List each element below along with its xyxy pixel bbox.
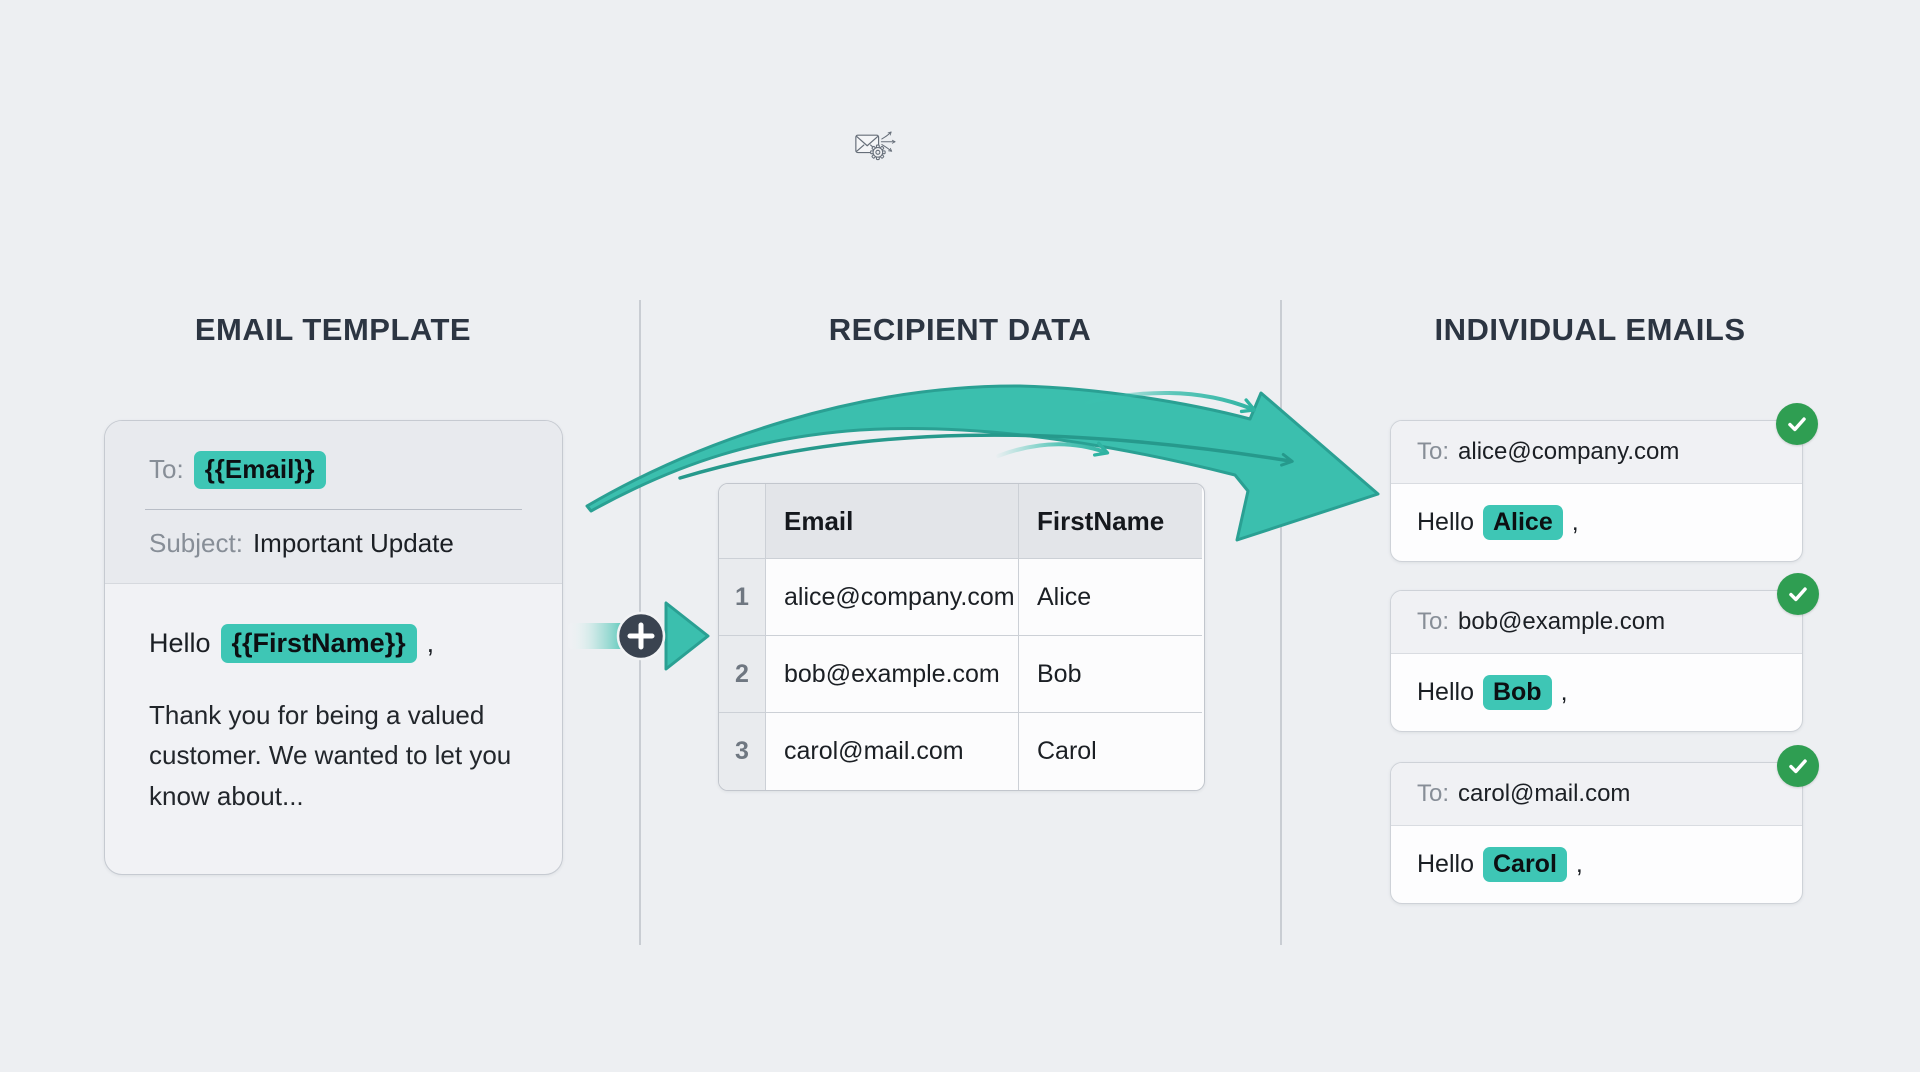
merge-connector-band (568, 623, 630, 649)
checkmark-icon (1789, 759, 1807, 774)
template-subject-row: Subject: Important Update (105, 528, 562, 559)
table-corner-cell (719, 484, 766, 559)
sent-check-badge (1777, 745, 1819, 787)
template-to-row: To: {{Email}} (105, 451, 562, 489)
merge-connector-arrowhead (664, 601, 710, 671)
email-template-card: To: {{Email}} Subject: Important Update … (104, 420, 563, 875)
checkmark-icon (1788, 417, 1806, 432)
to-value: bob@example.com (1458, 608, 1666, 635)
sent-check-badge (1776, 403, 1818, 445)
table-cell-firstname: Alice (1019, 559, 1202, 636)
template-section-heading: EMAIL TEMPLATE (194, 312, 472, 347)
plus-icon (616, 611, 666, 661)
subject-value: Important Update (252, 527, 454, 558)
to-value: alice@company.com (1458, 438, 1680, 465)
to-label: To: (1417, 608, 1450, 635)
column-divider-left (639, 300, 641, 945)
email-card-body: Hello Carol , (1391, 826, 1802, 903)
table-cell-firstname: Bob (1019, 636, 1202, 713)
greeting-prefix: Hello (1417, 508, 1474, 536)
emails-section-heading: INDIVIDUAL EMAILS (1434, 312, 1746, 347)
column-divider-right (1280, 300, 1282, 945)
email-card-header: To: bob@example.com (1391, 591, 1802, 654)
merged-name-chip: Carol (1482, 847, 1567, 882)
swoosh-inner-arrow (678, 433, 1294, 480)
table-cell-email: bob@example.com (766, 636, 1019, 713)
row-number: 1 (719, 559, 766, 636)
template-greeting-line: Hello {{FirstName}} , (149, 623, 518, 663)
recipient-table: Email FirstName 1 alice@company.com Alic… (718, 483, 1205, 791)
greeting-punctuation: , (426, 627, 435, 658)
email-variable-chip: {{Email}} (193, 451, 326, 489)
to-label: To: (1417, 780, 1450, 807)
individual-email-card: To: alice@company.com Hello Alice , (1390, 420, 1803, 562)
to-label: To: (1417, 438, 1450, 465)
email-card-body: Hello Alice , (1391, 484, 1802, 561)
email-card-body: Hello Bob , (1391, 654, 1802, 731)
table-cell-email: alice@company.com (766, 559, 1019, 636)
sent-check-badge (1777, 573, 1819, 615)
table-cell-email: carol@mail.com (766, 713, 1019, 790)
template-card-body: Hello {{FirstName}} , Thank you for bein… (105, 584, 562, 816)
greeting-punctuation: , (1571, 508, 1579, 536)
firstname-variable-chip: {{FirstName}} (220, 623, 417, 663)
motion-arrow-lower (996, 441, 1110, 458)
table-cell-firstname: Carol (1019, 713, 1202, 790)
mail-merge-icon (855, 131, 896, 161)
greeting-prefix: Hello (1417, 850, 1474, 878)
template-header-divider (145, 508, 522, 510)
fanout-arrows-icon (880, 131, 896, 152)
to-value: carol@mail.com (1458, 780, 1631, 807)
individual-email-card: To: carol@mail.com Hello Carol , (1390, 762, 1803, 904)
greeting-prefix: Hello (1417, 678, 1474, 706)
template-body-text: Thank you for being a valued customer. W… (149, 699, 512, 811)
row-number: 2 (719, 636, 766, 713)
checkmark-icon (1789, 587, 1807, 602)
recipient-section-heading: RECIPIENT DATA (828, 312, 1092, 347)
greeting-punctuation: , (1560, 678, 1568, 706)
email-card-header: To: carol@mail.com (1391, 763, 1802, 826)
gear-icon (870, 144, 886, 161)
individual-email-card: To: bob@example.com Hello Bob , (1390, 590, 1803, 732)
to-label: To: (149, 454, 184, 485)
row-number: 3 (719, 713, 766, 790)
greeting-punctuation: , (1575, 850, 1583, 878)
template-card-header: To: {{Email}} Subject: Important Update (105, 421, 562, 584)
merged-name-chip: Alice (1482, 505, 1563, 540)
table-header-firstname: FirstName (1019, 484, 1202, 559)
table-header-email: Email (766, 484, 1019, 559)
greeting-prefix: Hello (149, 627, 211, 658)
gear-icon-backing (870, 144, 886, 161)
email-card-header: To: alice@company.com (1391, 421, 1802, 484)
subject-label: Subject: (149, 527, 243, 558)
merged-name-chip: Bob (1482, 675, 1552, 710)
motion-arrow-upper (1080, 391, 1257, 414)
